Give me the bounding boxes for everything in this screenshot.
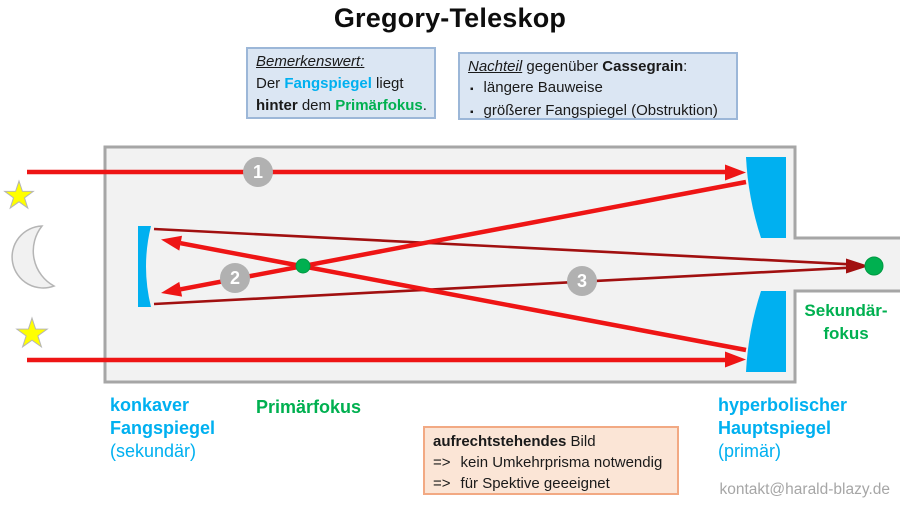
remark-box: Bemerkenswert: Der Fangspiegel liegt hin…	[246, 47, 436, 119]
bullet-icon: ▪	[470, 107, 474, 118]
disadvantage-bullet-2: ▪größerer Fangspiegel (Obstruktion)	[468, 100, 728, 123]
telescope-tube	[103, 145, 900, 384]
disadvantage-heading: Nachteil gegenüber Cassegrain:	[468, 58, 688, 75]
disadvantage-box: Nachteil gegenüber Cassegrain: ▪längere …	[458, 52, 738, 120]
converging-ray-upper	[153, 227, 851, 266]
imagebox-line-1: aufrechtstehendes Bild	[433, 433, 596, 450]
remark-line-2: Der Fangspiegel liegt	[256, 75, 404, 92]
reflected-ray-from-top-mirror	[180, 179, 747, 292]
remark-heading: Bemerkenswert:	[256, 53, 365, 70]
arrowhead-icon	[725, 351, 746, 368]
remark-line-3: hinter dem Primärfokus.	[256, 97, 427, 114]
star-icon	[3, 179, 35, 210]
primary-mirror-bottom	[746, 291, 786, 372]
contact-email: kontakt@harald-blazy.de	[719, 481, 890, 498]
primary-mirror-label: hyperbolischer Hauptspiegel (primär)	[718, 395, 848, 461]
secondary-focus-label: Sekundär- fokus	[804, 301, 888, 343]
imagebox-line-3: =>für Spektive geeeignet	[433, 475, 610, 492]
secondary-focus-dot	[864, 256, 884, 276]
secondary-mirror	[138, 226, 151, 307]
star-icon	[15, 316, 49, 349]
arrowhead-icon	[725, 164, 746, 181]
disadvantage-bullet-1: ▪längere Bauweise	[468, 77, 728, 100]
page-title: Gregory-Teleskop	[333, 3, 567, 33]
ray-step-1: 1	[243, 157, 273, 187]
ray-step-2: 2	[220, 263, 250, 293]
moon-icon	[11, 225, 56, 289]
secondary-mirror-label: konkaver Fangspiegel (sekundär)	[110, 395, 216, 461]
reflected-ray-from-bottom-mirror	[180, 240, 747, 353]
primary-focus-dot	[295, 258, 311, 274]
arrowhead-icon	[161, 281, 183, 297]
arrowhead-icon	[846, 258, 869, 274]
upright-image-box: aufrechtstehendes Bild =>kein Umkehrpris…	[423, 426, 679, 495]
converging-ray-lower	[153, 266, 851, 306]
ray-step-3: 3	[567, 266, 597, 296]
primary-focus-label: Primärfokus	[256, 397, 362, 417]
imagebox-line-2: =>kein Umkehrprisma notwendig	[433, 454, 663, 471]
arrowhead-icon	[161, 235, 182, 251]
bullet-icon: ▪	[470, 84, 474, 95]
primary-mirror-top	[746, 157, 786, 238]
